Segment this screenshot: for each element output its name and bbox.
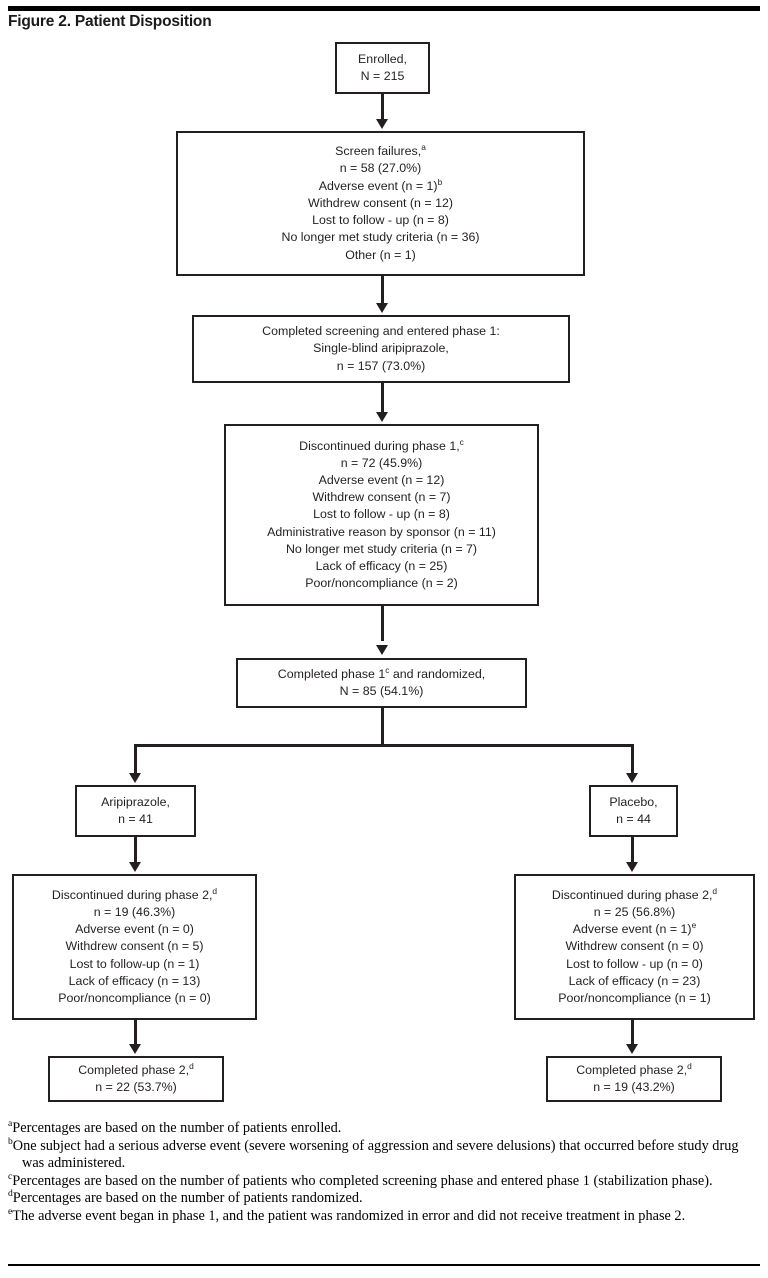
node-line: Placebo, — [609, 794, 658, 809]
arrow-down-icon — [376, 119, 388, 129]
node-line: n = 44 — [616, 812, 651, 826]
node-line: Withdrew consent (n = 5) — [65, 939, 204, 954]
node-line: Completed phase 1c and randomized, — [277, 664, 486, 681]
node-line: n = 41 — [118, 812, 153, 826]
node-completed-phase1-randomized: Completed phase 1c and randomized, N = 8… — [236, 658, 527, 708]
node-line: Completed screening and entered phase 1: — [262, 324, 500, 339]
node-arm-aripiprazole: Aripiprazole, n = 41 — [75, 785, 196, 837]
connector-discphase1-to-completedphase1 — [381, 606, 384, 641]
node-line: Lost to follow - up (n = 8) — [313, 507, 450, 522]
node-line: Completed phase 2,d — [576, 1060, 692, 1077]
node-line: Administrative reason by sponsor (n = 11… — [267, 524, 496, 539]
node-line: Lost to follow - up (n = 8) — [312, 213, 449, 228]
node-completed-phase2-aripiprazole: Completed phase 2,d n = 22 (53.7%) — [48, 1056, 224, 1102]
node-line: Adverse event (n = 1)b — [318, 176, 443, 193]
header-top-rule — [8, 6, 760, 11]
flowchart-canvas: Enrolled, N = 215 Screen failures,a n = … — [12, 42, 755, 1102]
node-line: Discontinued during phase 1,c — [299, 436, 464, 453]
node-line: Lack of efficacy (n = 25) — [315, 559, 448, 573]
node-enrolled: Enrolled, N = 215 — [335, 42, 430, 94]
footnote-item: bOne subject had a serious adverse event… — [8, 1135, 739, 1172]
node-line: Screen failures,a — [335, 142, 426, 159]
connector-randomization-left-drop — [134, 744, 137, 774]
connector-aripiprazole-to-discphase2 — [134, 837, 137, 863]
node-line: Withdrew consent (n = 0) — [565, 939, 704, 954]
connector-randomization-bar — [134, 744, 634, 747]
node-completed-screening-phase1: Completed screening and entered phase 1:… — [192, 315, 570, 383]
node-line: Adverse event (n = 12) — [318, 472, 445, 487]
connector-randomization-right-drop — [631, 744, 634, 774]
node-line: n = 58 (27.0%) — [339, 161, 422, 176]
node-line: N = 85 (54.1%) — [339, 684, 424, 698]
footnotes-block: aPercentages are based on the number of … — [8, 1118, 760, 1226]
node-discontinued-phase2-aripiprazole: Discontinued during phase 2,d n = 19 (46… — [12, 874, 257, 1020]
node-line: Lost to follow-up (n = 1) — [69, 956, 200, 971]
arrow-down-icon — [376, 412, 388, 422]
node-line: Poor/noncompliance (n = 2) — [305, 576, 458, 591]
arrow-down-icon — [129, 862, 141, 872]
node-line: n = 25 (56.8%) — [593, 904, 676, 919]
node-line: n = 19 (43.2%) — [593, 1080, 675, 1094]
connector-screenfailures-to-completedscreening — [381, 276, 384, 304]
arrow-down-icon — [626, 1044, 638, 1054]
arrow-down-icon — [626, 773, 638, 783]
footnote-item: eThe adverse event began in phase 1, and… — [8, 1206, 686, 1224]
node-line: Lack of efficacy (n = 13) — [68, 973, 201, 988]
connector-placebo-to-discphase2 — [631, 837, 634, 863]
connector-discphase2right-to-completedphase2right — [631, 1020, 634, 1045]
node-line: N = 215 — [360, 69, 405, 83]
connector-enrolled-to-screenfailures — [381, 94, 384, 120]
footnote-item: aPercentages are based on the number of … — [8, 1118, 342, 1136]
node-line: Withdrew consent (n = 7) — [312, 490, 451, 505]
arrow-down-icon — [376, 303, 388, 313]
footer-bottom-rule — [8, 1264, 760, 1266]
node-line: n = 72 (45.9%) — [340, 455, 423, 470]
node-line: Adverse event (n = 1)e — [572, 920, 697, 937]
node-line: Discontinued during phase 2,d — [51, 885, 218, 902]
node-line: n = 22 (53.7%) — [95, 1080, 177, 1094]
node-line: Poor/noncompliance (n = 0) — [58, 991, 211, 1005]
node-discontinued-phase2-placebo: Discontinued during phase 2,d n = 25 (56… — [514, 874, 755, 1020]
node-line: Single-blind aripiprazole, — [313, 341, 449, 356]
node-discontinued-phase1: Discontinued during phase 1,c n = 72 (45… — [224, 424, 539, 606]
connector-randomization-stem — [381, 708, 384, 746]
node-line: Completed phase 2,d — [78, 1060, 194, 1077]
footnote-item: dPercentages are based on the number of … — [8, 1188, 363, 1207]
connector-discphase2left-to-completedphase2left — [134, 1020, 137, 1045]
node-line: No longer met study criteria (n = 7) — [285, 541, 478, 556]
node-line: n = 157 (73.0%) — [336, 358, 426, 373]
arrow-down-icon — [626, 862, 638, 872]
arrow-down-icon — [376, 645, 388, 655]
node-line: Aripiprazole, — [101, 794, 170, 809]
node-line: Other (n = 1) — [345, 247, 416, 262]
node-completed-phase2-placebo: Completed phase 2,d n = 19 (43.2%) — [546, 1056, 722, 1102]
footnote-item: cPercentages are based on the number of … — [8, 1171, 713, 1189]
node-line: Withdrew consent (n = 12) — [308, 195, 453, 210]
figure-title: Figure 2. Patient Disposition — [8, 13, 212, 30]
connector-completedscreening-to-discphase1 — [381, 383, 384, 413]
node-line: n = 19 (46.3%) — [93, 904, 176, 919]
node-line: No longer met study criteria (n = 36) — [281, 230, 480, 245]
arrow-down-icon — [129, 1044, 141, 1054]
node-line: Poor/noncompliance (n = 1) — [558, 991, 711, 1005]
node-line: Discontinued during phase 2,d — [551, 885, 718, 902]
node-arm-placebo: Placebo, n = 44 — [589, 785, 678, 837]
arrow-down-icon — [129, 773, 141, 783]
node-line: Lost to follow - up (n = 0) — [566, 956, 703, 971]
node-line: Lack of efficacy (n = 23) — [568, 973, 701, 988]
node-line: Adverse event (n = 0) — [75, 922, 194, 937]
node-screen-failures: Screen failures,a n = 58 (27.0%) Adverse… — [176, 131, 585, 276]
node-line: Enrolled, — [358, 51, 407, 66]
